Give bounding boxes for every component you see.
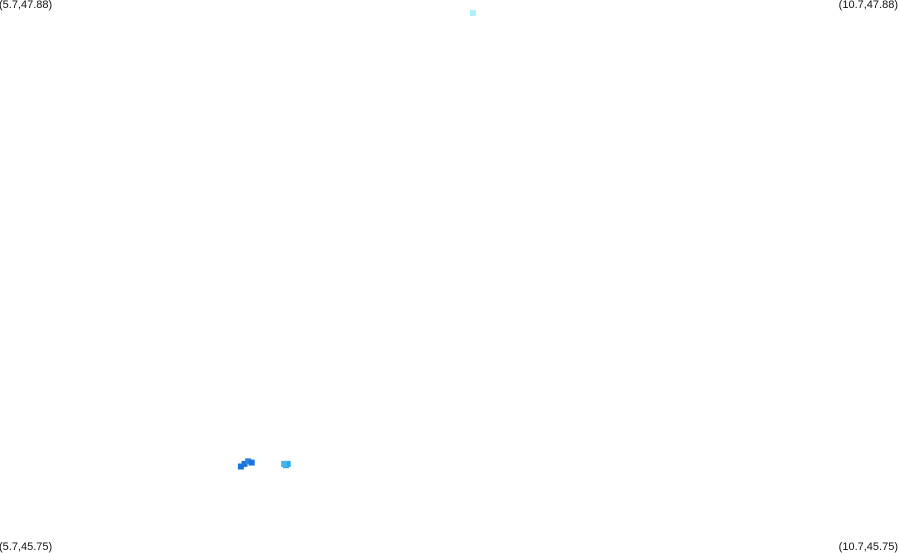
map-point — [469, 10, 476, 16]
corner-label-bottom-left: (5.7,45.75) — [0, 541, 53, 553]
map-point — [248, 459, 255, 466]
corner-label-top-right: (10.7,47.88) — [838, 0, 898, 11]
corner-label-top-left: (5.7,47.88) — [0, 0, 53, 11]
map-point — [281, 460, 288, 467]
map-point — [245, 458, 252, 465]
map-point — [284, 460, 291, 467]
map-point — [237, 463, 244, 470]
corner-label-bottom-right: (10.7,45.75) — [838, 541, 898, 553]
map-point — [241, 460, 248, 467]
